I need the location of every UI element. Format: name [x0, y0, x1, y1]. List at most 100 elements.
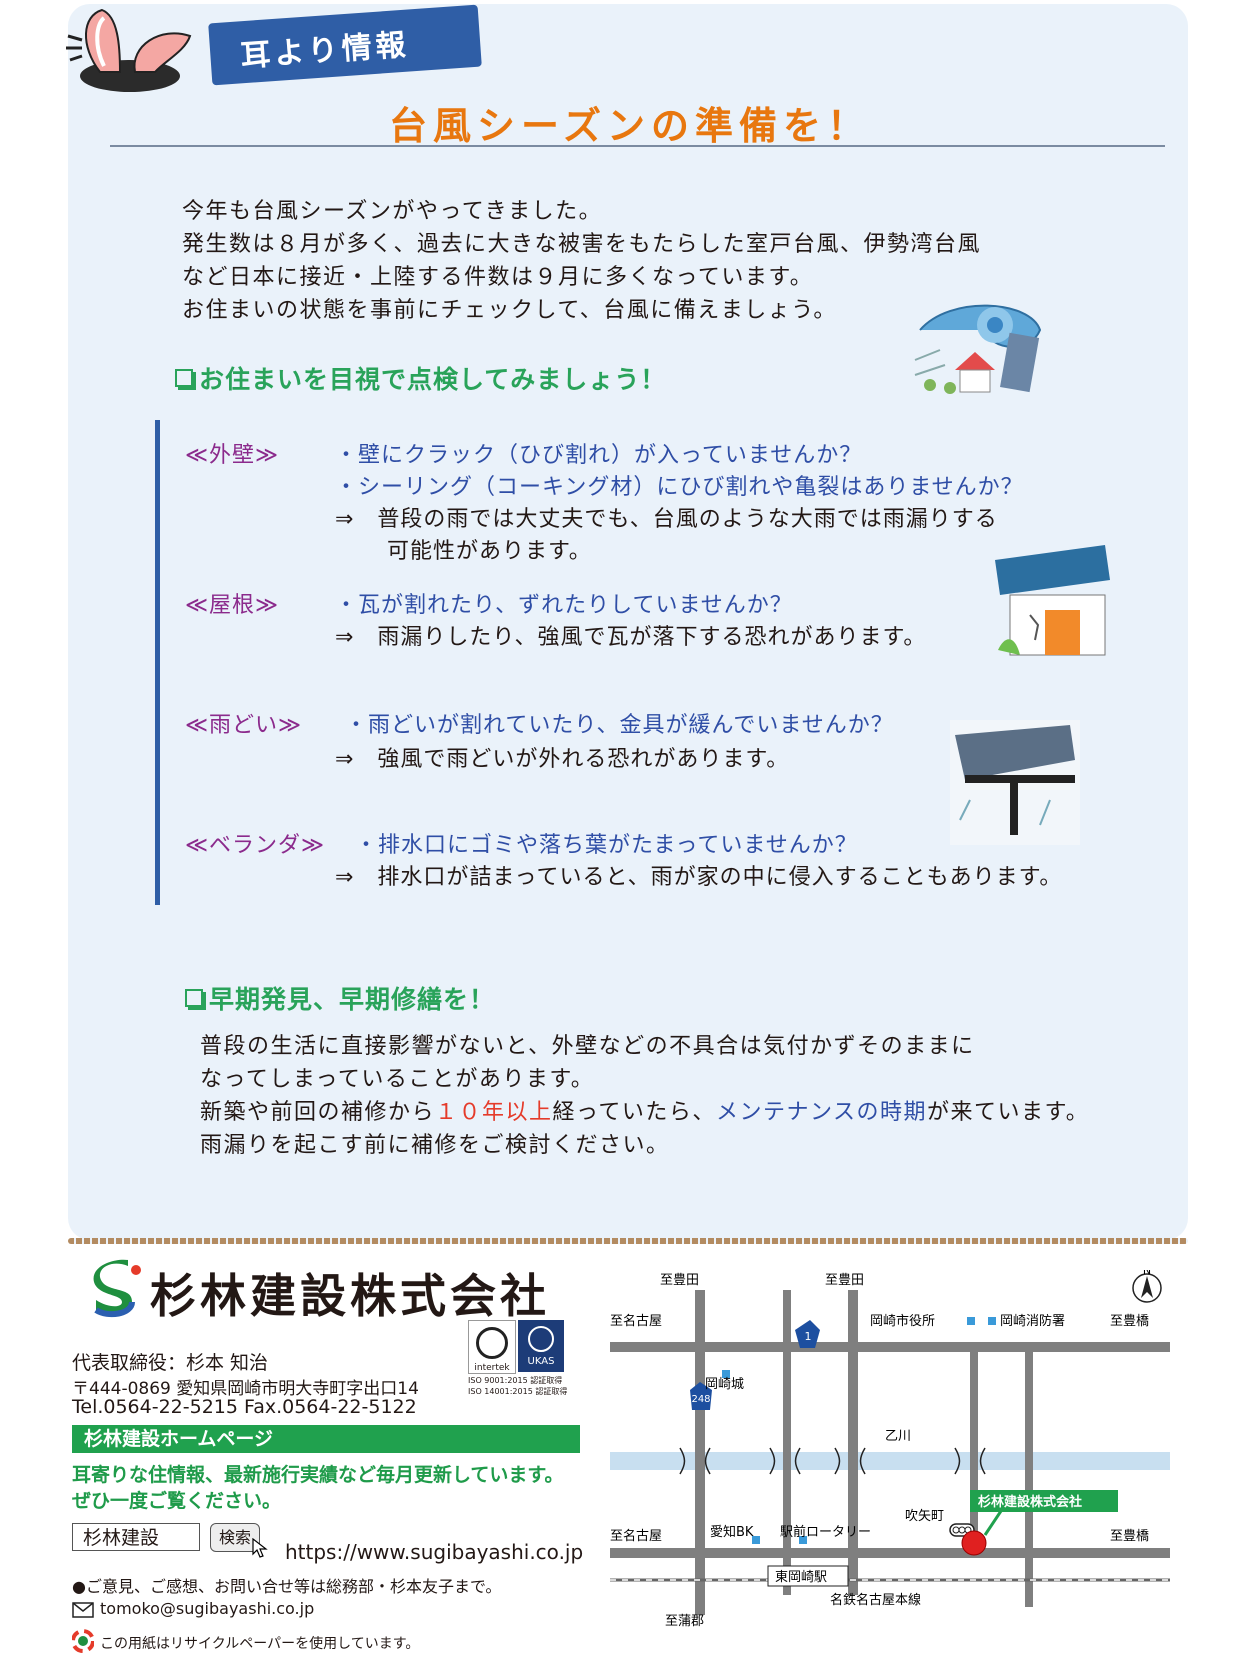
- highlight-years: １０年以上: [435, 1100, 553, 1125]
- map-label: 1: [805, 1330, 812, 1343]
- representative: 代表取締役：杉本 知治: [72, 1352, 269, 1374]
- road-vertical: [1025, 1342, 1033, 1607]
- search-input[interactable]: 杉林建設: [72, 1523, 200, 1551]
- checklist-item-veranda-body: ・排水口にゴミや落ち葉がたまっていませんか？: [355, 830, 858, 862]
- text-span: 新築や前回の補修から: [200, 1100, 436, 1125]
- map-label: 248: [691, 1394, 710, 1405]
- item-answer: ⇒ 排水口が詰まっていると、雨が家の中に侵入することもあります。: [335, 865, 1063, 890]
- road-vertical: [848, 1290, 858, 1595]
- text-span: 経っていたら、: [552, 1100, 716, 1125]
- intro-paragraph: 今年も台風シーズンがやってきました。 発生数は８月が多く、過去に大きな被害をもた…: [182, 195, 981, 327]
- iso-14001: ISO 14001:2015 認証取得: [468, 1387, 568, 1396]
- section2-paragraph: 普段の生活に直接影響がないと、外壁などの不具合は気付かずそのままに なってしまっ…: [200, 1030, 1089, 1162]
- access-map: N 至豊田 至豊田 至名古屋 至名古屋 至豊橋 至豊橋 至蒲郡 岡崎市役所 岡崎…: [610, 1270, 1180, 1630]
- iso-certification-badge: intertek UKAS ISO 9001:2015 認証取得 ISO 140…: [468, 1320, 568, 1400]
- homepage-url[interactable]: https://www.sugibayashi.co.jp: [285, 1540, 584, 1564]
- house-roof-illustration: [995, 545, 1110, 656]
- map-label: 至豊橋: [1110, 1314, 1149, 1329]
- item-label: ≪外壁≫: [185, 443, 280, 468]
- map-label: 岡崎城: [705, 1377, 744, 1392]
- homepage-banner: 杉林建設ホームページ: [72, 1425, 580, 1453]
- map-label: 名鉄名古屋本線: [830, 1592, 921, 1608]
- checklist-item-roof-body: ・瓦が割れたり、ずれたりしていませんか？ ⇒ 雨漏りしたり、強風で瓦が落下する恐…: [335, 590, 926, 654]
- intro-line: など日本に接近・上陸する件数は９月に多くなっています。: [182, 265, 814, 290]
- map-label: 至名古屋: [610, 1313, 662, 1329]
- intro-line: 発生数は８月が多く、過去に大きな被害をもたらした室戸台風、伊勢湾台風: [182, 232, 982, 257]
- map-label: 至豊田: [825, 1273, 864, 1288]
- text-span: が来ています。: [927, 1100, 1090, 1125]
- typhoon-illustration: [914, 304, 1042, 394]
- item-question: ・排水口にゴミや落ち葉がたまっていませんか？: [355, 833, 858, 858]
- map-label: 東岡崎駅: [775, 1569, 827, 1585]
- item-label: ≪ベランダ≫: [185, 833, 326, 858]
- intertek-mark: intertek: [468, 1320, 516, 1374]
- page-title: 台風シーズンの準備を！: [388, 104, 872, 148]
- map-label: 杉林建設株式会社: [978, 1494, 1082, 1510]
- rabbit-ears-icon: [66, 8, 192, 92]
- mail-icon: [72, 1602, 94, 1618]
- section2-line: 新築や前回の補修から１０年以上経っていたら、メンテナンスの時期が来ています。: [200, 1096, 1089, 1129]
- map-label: 岡崎消防署: [1000, 1313, 1065, 1329]
- map-label: 至名古屋: [610, 1528, 662, 1544]
- address: 〒444-0869 愛知県岡崎市明大寺町字出口14: [72, 1379, 419, 1399]
- globe-icon: [476, 1327, 508, 1359]
- ukas-mark: UKAS: [518, 1320, 564, 1372]
- map-north-label: N: [1143, 1270, 1151, 1277]
- map-label: 岡崎市役所: [870, 1313, 935, 1329]
- route248-shield: [690, 1382, 712, 1410]
- checklist-item-gutter-body: ・雨どいが割れていたり、金具が緩んでいませんか？: [345, 710, 894, 742]
- checklist-item-gutter: ≪雨どい≫: [185, 710, 302, 742]
- iso-9001: ISO 9001:2015 認証取得: [468, 1376, 563, 1385]
- item-answer: 可能性があります。: [387, 539, 592, 564]
- checklist-item-gutter-answer: ⇒ 強風で雨どいが外れる恐れがあります。: [335, 744, 789, 776]
- search-button[interactable]: 検索: [210, 1523, 260, 1552]
- intro-line: 今年も台風シーズンがやってきました。: [182, 199, 603, 224]
- road-horizontal-south: [610, 1548, 1170, 1558]
- section2-heading-text: 早期発見、早期修繕を！: [209, 985, 496, 1014]
- section2-line: なってしまっていることがあります。: [200, 1067, 595, 1092]
- checkbox-icon: [175, 369, 193, 387]
- content-panel: [68, 4, 1188, 1240]
- map-label: 至豊田: [660, 1273, 699, 1288]
- item-question: ・シーリング（コーキング材）にひび割れや亀裂はありませんか？: [335, 475, 1024, 500]
- company-location-marker: [961, 1530, 987, 1556]
- checklist-item-roof: ≪屋根≫: [185, 590, 279, 622]
- road-248: [695, 1290, 705, 1615]
- company-name: 杉林建設株式会社: [150, 1269, 550, 1323]
- item-answer: ⇒ 普段の雨では大丈夫でも、台風のような大雨では雨漏りする: [335, 507, 998, 532]
- homepage-description: 耳寄りな住情報、最新施行実績など毎月更新しています。 ぜひ一度ご覧ください。: [72, 1462, 564, 1514]
- map-label: 愛知BK: [710, 1524, 754, 1540]
- road-horizontal-north: [610, 1342, 1170, 1352]
- map-label: 乙川: [885, 1429, 911, 1444]
- checklist-item-wall: ≪外壁≫: [185, 440, 279, 472]
- item-label: ≪雨どい≫: [185, 713, 303, 738]
- section2-heading: 早期発見、早期修繕を！: [185, 980, 495, 1016]
- item-question: ・瓦が割れたり、ずれたりしていませんか？: [335, 593, 793, 618]
- contact-note: ●ご意見、ご感想、お問い合せ等は総務部・杉本友子まで。: [72, 1577, 502, 1596]
- intertek-label: intertek: [474, 1363, 510, 1373]
- recycle-note: この用紙はリサイクルペーパーを使用しています。: [100, 1636, 420, 1652]
- road-vertical: [970, 1342, 978, 1547]
- gutter-illustration: [950, 720, 1080, 845]
- footer-divider: [68, 1238, 1188, 1244]
- section1-heading-text: お住まいを目視で点検してみましょう！: [199, 365, 667, 394]
- phone-fax: Tel.0564-22-5215 Fax.0564-22-5122: [72, 1396, 417, 1418]
- section1-heading: お住まいを目視で点検してみましょう！: [175, 360, 666, 396]
- item-answer: ⇒ 雨漏りしたり、強風で瓦が落下する恐れがあります。: [335, 625, 927, 650]
- item-label: ≪屋根≫: [185, 593, 280, 618]
- cursor-icon: [252, 1538, 268, 1558]
- item-question: ・雨どいが割れていたり、金具が緩んでいませんか？: [345, 713, 894, 738]
- email-address[interactable]: tomoko@sugibayashi.co.jp: [100, 1599, 315, 1618]
- checklist-item-veranda-answer: ⇒ 排水口が詰まっていると、雨が家の中に侵入することもあります。: [335, 862, 1062, 894]
- title-divider: [110, 145, 1165, 147]
- intro-line: お住まいの状態を事前にチェックして、台風に備えましょう。: [182, 298, 837, 323]
- homepage-line: 耳寄りな住情報、最新施行実績など毎月更新しています。: [72, 1464, 564, 1486]
- section2-line: 普段の生活に直接影響がないと、外壁などの不具合は気付かずそのままに: [200, 1034, 975, 1059]
- map-label: 至蒲郡: [665, 1614, 704, 1629]
- item-question: ・壁にクラック（ひび割れ）が入っていませんか？: [335, 443, 863, 468]
- route1-shield: [795, 1320, 820, 1348]
- highlight-maintenance: メンテナンスの時期: [715, 1100, 927, 1125]
- recycle-logo-icon: [72, 1629, 94, 1653]
- crown-icon: [528, 1326, 554, 1352]
- homepage-line: ぜひ一度ご覧ください。: [72, 1490, 282, 1512]
